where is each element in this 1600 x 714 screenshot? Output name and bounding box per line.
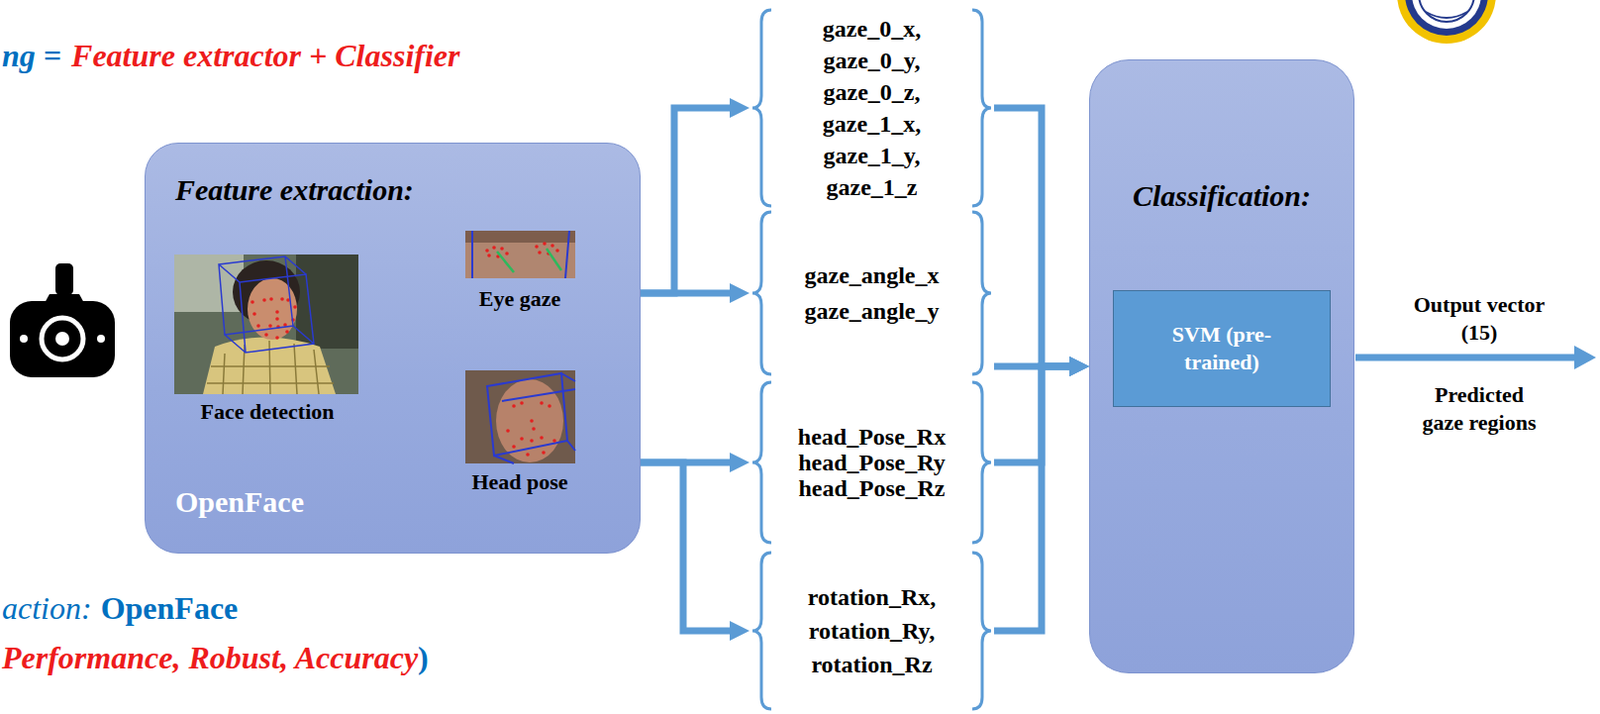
bracket-pair [749, 209, 995, 377]
landmark-dots [505, 400, 557, 457]
head-pose-cube [218, 256, 314, 353]
left-brace [752, 552, 772, 709]
note-fragment: action: [1, 590, 93, 627]
flow-arrow [994, 107, 1070, 367]
right-brace [972, 211, 992, 375]
photo-seat [296, 254, 359, 349]
note-fragment: ) [417, 639, 429, 677]
box-heading: Classification: [1132, 179, 1311, 213]
dashcam-icon [9, 263, 115, 378]
pose-line [471, 230, 474, 279]
output-arrow-head [1574, 345, 1597, 370]
flow-arrow [994, 366, 1070, 463]
feature-group: head_Pose_Rx head_Pose_Ry head_Pose_Rz [749, 380, 995, 545]
photo-ground [174, 254, 359, 395]
label-line: (15) [1461, 319, 1499, 346]
feature-list: gaze_angle_x gaze_angle_y [804, 257, 940, 329]
logo-detail [1418, 0, 1475, 22]
right-brace [972, 552, 992, 709]
note-fragment: OpenFace [100, 590, 239, 627]
right-brace [972, 9, 992, 206]
photo-ground [465, 370, 576, 464]
logo-outer [1397, 0, 1497, 44]
left-brace [752, 211, 772, 375]
output-arrow [1355, 345, 1597, 370]
feature-group: gaze_0_x, gaze_0_y, gaze_0_z, gaze_1_x, … [749, 7, 995, 208]
pose-line [565, 230, 570, 279]
logo-inner [1411, 0, 1482, 29]
classification-box: Classification: SVM (pre-trained) [1089, 59, 1355, 674]
camera-dot [97, 334, 105, 343]
flow-arrow [640, 107, 730, 294]
left-brace [752, 382, 772, 543]
gaze-lines [497, 248, 562, 273]
label-line: ng =Feature extractor + Classifier [1, 37, 460, 75]
label-line: Face detection [200, 399, 335, 425]
logo-ring [1404, 0, 1489, 36]
heading-fragment: Feature extractor + Classifier [71, 37, 460, 75]
label-line: Performance, Robust, Accuracy) [1, 639, 429, 677]
photo-shirt [202, 337, 336, 396]
output-arrow-shaft [1355, 354, 1576, 362]
photo-ground [465, 230, 576, 279]
classifier-name: SVM (pre-trained) [1157, 320, 1287, 377]
flow-arrow [640, 290, 730, 298]
label-line: action:OpenFace [1, 590, 238, 627]
camera-lens-ring [41, 317, 84, 360]
classifier-box: SVM (pre-trained) [1112, 290, 1331, 407]
camera-lens [55, 331, 70, 346]
logo-detail [1425, 11, 1468, 18]
output-label: Predicted [1434, 382, 1524, 408]
output-label: (15) [1461, 319, 1499, 346]
heading-fragment: ng = [1, 37, 62, 75]
feature-group: gaze_angle_x gaze_angle_y [749, 209, 995, 377]
feature-group: rotation_Rx, rotation_Ry, rotation_Rz [749, 550, 995, 711]
photo-shade [465, 230, 576, 243]
output-label: gaze regions [1421, 409, 1536, 436]
feature-list: head_Pose_Rx head_Pose_Ry head_Pose_Rz [798, 423, 946, 501]
image-caption: Eye gaze [479, 286, 561, 312]
camera-body [9, 300, 115, 378]
label-line: gaze regions [1421, 409, 1536, 436]
flow-arrow [640, 462, 730, 631]
label-line: Eye gaze [479, 286, 561, 312]
image-caption: Face detection [200, 399, 335, 425]
camera-dot [19, 334, 28, 343]
face-detection-photo [174, 254, 359, 395]
output-label: Output vector [1413, 292, 1546, 318]
feature-list: rotation_Rx, rotation_Ry, rotation_Rz [807, 580, 937, 682]
flow-arrow [994, 366, 1070, 631]
left-brace [752, 9, 772, 206]
feature-list: gaze_0_x, gaze_0_y, gaze_0_z, gaze_1_x, … [822, 12, 921, 203]
head-pose-photo [465, 370, 576, 464]
camera-knob [55, 263, 74, 296]
box-heading: Feature extraction: [175, 173, 612, 207]
note-fragment: Performance, Robust, Accuracy [1, 639, 418, 677]
eye-gaze-photo [465, 230, 576, 279]
label-line: Output vector [1413, 292, 1546, 318]
university-logo [1397, 0, 1497, 44]
label-line: Predicted [1434, 382, 1524, 408]
head-pose-cube [487, 373, 576, 464]
image-caption: Head pose [471, 469, 568, 496]
right-brace [972, 382, 992, 543]
label-line: Head pose [471, 469, 568, 496]
